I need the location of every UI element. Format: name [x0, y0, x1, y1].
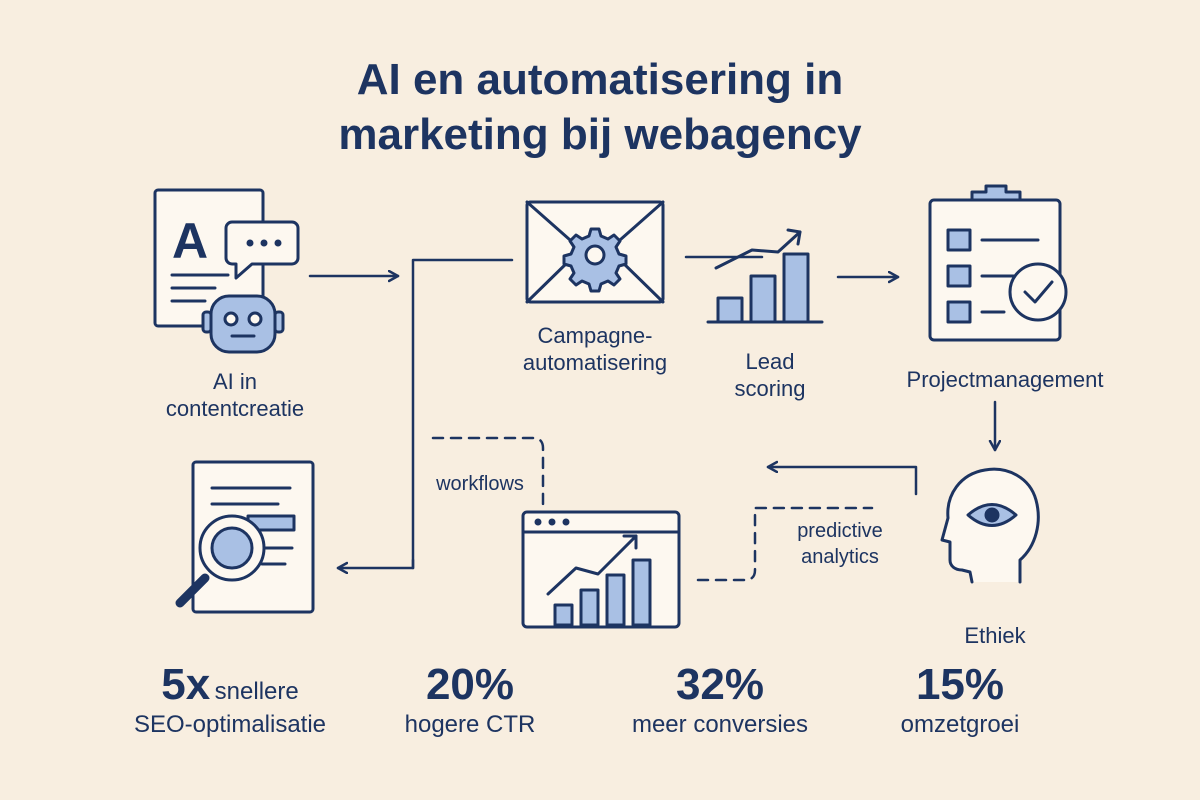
line-flow-to-campaign	[411, 258, 514, 570]
connector-label-predictive-analytics: predictive analytics	[770, 518, 910, 570]
title-line-1: AI en automatisering in	[356, 55, 844, 104]
arrow-flow-to-seo	[336, 558, 415, 568]
predictive-dashed-connector	[696, 506, 874, 582]
connector-label-workflows: workflows	[436, 473, 524, 495]
node-label-campaign: Campagne- automatisering	[485, 322, 705, 376]
stat-revenue-description: omzetgroei	[900, 711, 1020, 738]
stat-conversions-description: meer conversies	[631, 711, 809, 738]
lead-scoring-line-1: Lead	[745, 349, 795, 374]
stat-ctr-value: 20%	[425, 660, 515, 709]
predictive-line-2: analytics	[801, 546, 879, 568]
node-label-lead-scoring: Lead scoring	[700, 348, 840, 402]
head-eye-icon	[940, 467, 1040, 584]
stat-seo-description: SEO-optimalisatie	[133, 711, 327, 738]
stat-ctr: 20% hogere CTR	[375, 660, 565, 740]
stat-seo-speed: 5x snellere SEO-optimalisatie	[95, 660, 365, 740]
lead-scoring-line-2: scoring	[734, 376, 806, 401]
page-title: AI en automatisering in marketing bij we…	[0, 52, 1200, 162]
bar-chart-icon	[706, 228, 824, 324]
node-label-project-management: Projectmanagement	[906, 367, 1104, 392]
stat-ctr-description: hogere CTR	[404, 711, 536, 738]
document-magnifier-icon	[175, 460, 315, 614]
svg-text:A: A	[172, 213, 208, 269]
node-label-ethics: Ethiek	[964, 623, 1026, 648]
workflows-dashed-connector	[431, 436, 545, 510]
content-creation-line-1: AI in	[212, 369, 258, 394]
connectors	[308, 255, 995, 582]
browser-chart-icon	[521, 510, 681, 629]
stat-conversions: 32% meer conversies	[600, 660, 840, 740]
stat-conversions-value: 32%	[675, 660, 765, 709]
campaign-line-2: automatisering	[522, 350, 668, 375]
stat-seo-suffix: snellere	[214, 678, 299, 705]
title-line-2: marketing bij webagency	[338, 110, 862, 159]
arrow-ethics-to-dashboard	[766, 467, 918, 496]
stat-seo-value: 5x	[161, 660, 211, 709]
stat-revenue-value: 15%	[915, 660, 1005, 709]
predictive-line-1: predictive	[797, 520, 883, 542]
clipboard-check-icon	[928, 184, 1068, 342]
document-robot-icon: A	[153, 188, 300, 354]
stat-revenue-growth: 15% omzetgroei	[870, 660, 1050, 740]
envelope-gear-icon	[525, 200, 665, 304]
campaign-line-1: Campagne-	[537, 323, 653, 348]
content-creation-line-2: contentcreatie	[165, 396, 305, 421]
node-label-content-creation: AI in contentcreatie	[130, 368, 340, 422]
